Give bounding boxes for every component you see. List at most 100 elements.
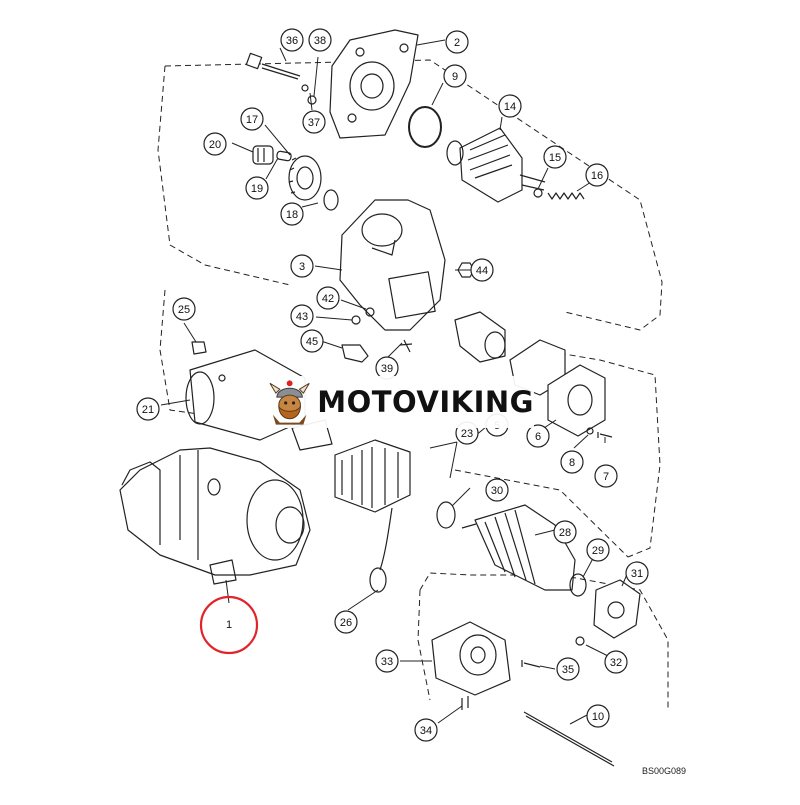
callout-label: 21 (142, 404, 154, 416)
part-end-cover (431, 621, 511, 696)
callout-label: 15 (549, 152, 561, 164)
callout-34: 34 (414, 718, 438, 742)
callout-circle (240, 107, 264, 131)
callout-label: 35 (562, 664, 574, 676)
callout-circle (280, 202, 304, 226)
part-nut-42 (365, 307, 375, 317)
callout-circle (556, 657, 580, 681)
callout-35: 35 (556, 657, 580, 681)
callout-32: 32 (604, 650, 628, 674)
callout-label: 16 (591, 170, 603, 182)
callout-7: 7 (594, 464, 618, 488)
callout-28: 28 (553, 520, 577, 544)
callout-16: 16 (585, 163, 609, 187)
part-brush-holder (593, 579, 641, 639)
callout-21: 21 (136, 397, 160, 421)
callout-label: 45 (306, 336, 318, 348)
callout-44: 44 (470, 258, 494, 282)
part-long-bolt (245, 52, 301, 80)
callout-circle (560, 450, 584, 474)
callout-1: 1 (226, 619, 232, 631)
callout-circle (414, 718, 438, 742)
callout-circle (316, 286, 340, 310)
callout-label: 39 (381, 363, 393, 375)
callout-label: 31 (631, 568, 643, 580)
callout-3: 3 (290, 254, 314, 278)
callout-label: 42 (322, 293, 334, 305)
callout-42: 42 (316, 286, 340, 310)
part-pin-19 (276, 150, 292, 162)
part-pinion-assembly (446, 127, 546, 203)
callout-circle (553, 520, 577, 544)
callout-label: 10 (592, 711, 604, 723)
callout-label: 33 (381, 656, 393, 668)
part-field-coil (334, 439, 411, 513)
callout-circle (543, 145, 567, 169)
callout-31: 31 (625, 561, 649, 585)
part-screw-39 (399, 339, 413, 353)
callout-14: 14 (498, 94, 522, 118)
brand-name: MOTOVIKING (317, 385, 534, 419)
callout-37: 37 (302, 110, 326, 134)
callout-label: 29 (592, 545, 604, 557)
part-idler-gear (288, 155, 322, 201)
callout-circle (290, 254, 314, 278)
part-o-ring (408, 106, 442, 148)
callout-label: 32 (610, 657, 622, 669)
callout-15: 15 (543, 145, 567, 169)
callout-2: 2 (445, 30, 469, 54)
callout-label: 37 (308, 117, 320, 129)
group-outline-upper (157, 59, 663, 331)
part-nut-37 (301, 84, 309, 92)
callout-label: 6 (535, 431, 541, 443)
group-outline-middle (159, 289, 661, 558)
callout-circle (300, 329, 324, 353)
part-steel-ball (533, 188, 543, 198)
callout-label: 20 (209, 139, 221, 151)
callout-label: 2 (454, 37, 460, 49)
part-lead-wire (369, 507, 393, 593)
part-roller-retainer (252, 145, 274, 165)
group-outline-lower (417, 572, 669, 710)
callout-label: 14 (504, 101, 516, 113)
callout-circle (625, 561, 649, 585)
callout-label: 34 (420, 725, 432, 737)
callout-label: 26 (340, 617, 352, 629)
drawing-code: BS00G089 (642, 766, 687, 776)
callout-30: 30 (485, 478, 509, 502)
callout-9: 9 (443, 64, 467, 88)
callout-circle (245, 176, 269, 200)
callout-18: 18 (280, 202, 304, 226)
callout-8: 8 (560, 450, 584, 474)
callout-25: 25 (172, 297, 196, 321)
part-washer-18 (323, 189, 339, 211)
callout-10: 10 (586, 704, 610, 728)
callout-circle (586, 538, 610, 562)
callout-26: 26 (334, 610, 358, 634)
callout-33: 33 (375, 649, 399, 673)
callout-circle (604, 650, 628, 674)
callout-label: 30 (491, 485, 503, 497)
part-armature (461, 504, 576, 591)
callout-circle (302, 110, 326, 134)
callout-label: 18 (286, 209, 298, 221)
part-washer-43 (351, 315, 361, 325)
part-drive-housing (329, 29, 419, 139)
callout-circle (334, 610, 358, 634)
callout-label: 3 (299, 261, 305, 273)
part-starter-assembly (119, 447, 311, 585)
callout-circle (443, 64, 467, 88)
part-spring (547, 192, 585, 200)
callout-circle (485, 478, 509, 502)
callout-label: 19 (251, 183, 263, 195)
callout-label: 36 (286, 35, 298, 47)
callout-39: 39 (375, 356, 399, 380)
part-solenoid-plunger (454, 311, 506, 363)
callout-circle (445, 30, 469, 54)
callout-label: 38 (314, 35, 326, 47)
callout-38: 38 (308, 28, 332, 52)
part-bearing-30 (436, 501, 456, 529)
callout-label: 23 (461, 428, 473, 440)
part-washer-8 (586, 427, 594, 435)
